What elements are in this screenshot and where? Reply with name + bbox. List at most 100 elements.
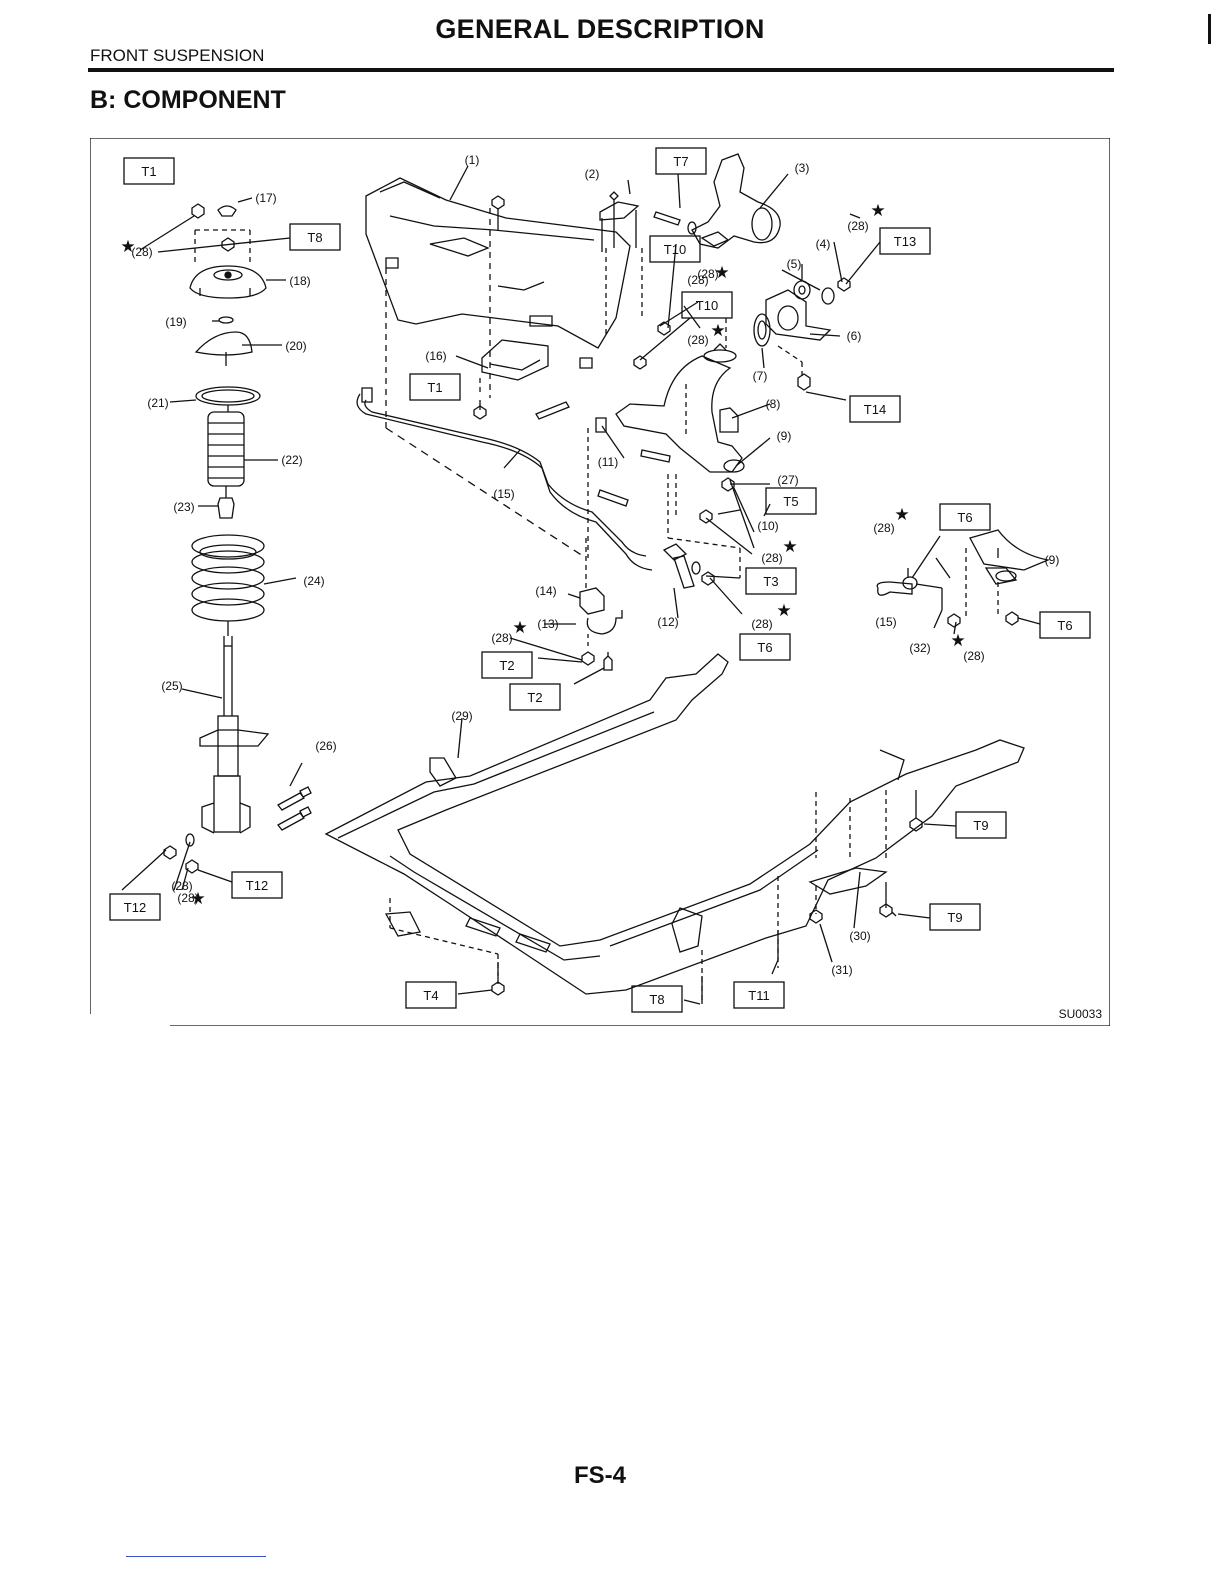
callout-label: (15) (493, 487, 514, 501)
callout-label: (27) (777, 473, 798, 487)
torque-label: T3 (763, 574, 778, 589)
torque-label: T14 (864, 402, 886, 417)
strut-assembly-drawing (163, 203, 312, 874)
callout-label: (22) (281, 453, 302, 467)
torque-label: T4 (423, 988, 438, 1003)
torque-label: T8 (649, 992, 664, 1007)
star-marker: ★ (776, 601, 791, 620)
star-marker: ★ (894, 505, 909, 524)
torque-label: T7 (673, 154, 688, 169)
crossmember-bolts (473, 191, 697, 558)
callout-label: (13) (537, 617, 558, 631)
callout-label: (15) (875, 615, 896, 629)
callout-label: (28) (751, 617, 772, 631)
callout-label: (28) (697, 267, 718, 281)
page-number: FS-4 (573, 1462, 626, 1489)
torque-label: T10 (696, 298, 718, 313)
callout-label: (23) (173, 500, 194, 514)
header-rule (88, 68, 1114, 72)
torque-label: T6 (1057, 618, 1072, 633)
figure-code: SU0033 (1059, 1007, 1103, 1021)
bracket-16-drawing (479, 339, 549, 394)
callout-label: (10) (757, 519, 778, 533)
callout-label: (17) (255, 191, 276, 205)
callout-label: (16) (425, 349, 446, 363)
torque-label: T5 (783, 494, 798, 509)
bottom-link-line (126, 1556, 266, 1557)
leader-lines (449, 165, 1041, 1005)
callout-label: (28) (491, 631, 512, 645)
callout-label: (11) (598, 455, 618, 469)
callout-label: (29) (451, 709, 472, 723)
torque-label: T12 (246, 878, 268, 893)
star-marker: ★ (782, 537, 797, 556)
crossmember-drawing (365, 177, 631, 428)
torque-label: T12 (124, 900, 146, 915)
callout-label: (28) (847, 219, 868, 233)
callout-label: (21) (147, 396, 168, 410)
torque-label: T6 (757, 640, 772, 655)
housing-drawing (691, 153, 781, 249)
torque-label: T13 (894, 234, 916, 249)
callout-label: (26) (315, 739, 336, 753)
callout-label: (30) (849, 929, 870, 943)
callout-label: (9) (777, 429, 792, 443)
torque-label: T1 (141, 164, 156, 179)
torque-label: T2 (527, 690, 542, 705)
star-marker: ★ (714, 263, 729, 282)
torque-label: T8 (307, 230, 322, 245)
stabilizer-link-drawing (579, 477, 741, 671)
callout-label: (31) (831, 963, 852, 977)
callout-label: (14) (535, 584, 556, 598)
callout-label: (32) (909, 641, 930, 655)
callout-label: (5) (787, 257, 802, 271)
callout-label: (2) (585, 167, 600, 181)
star-marker: ★ (512, 618, 527, 637)
revision-bar (1208, 14, 1211, 44)
torque-label: T10 (664, 242, 686, 257)
torque-label: T11 (748, 988, 769, 1003)
subframe-drawing (324, 653, 1025, 1004)
component-diagram: T1 T8 T7 T10 T10 T13 T14 T1 T5 T6 T3 T6 … (89, 137, 1111, 1027)
torque-boxes (109, 147, 1091, 1013)
callout-label: (24) (303, 574, 324, 588)
torque-label: T9 (973, 818, 988, 833)
callout-label: (7) (753, 369, 768, 383)
section-name: FRONT SUSPENSION (90, 46, 265, 65)
callout-label: (20) (285, 339, 306, 353)
torque-label: T9 (947, 910, 962, 925)
callout-label: (8) (766, 397, 781, 411)
callout-label: (28) (873, 521, 894, 535)
torque-label: T6 (957, 510, 972, 525)
callout-label: (18) (289, 274, 310, 288)
torque-label: T1 (427, 380, 442, 395)
callout-label: (1) (465, 153, 480, 167)
star-marker: ★ (710, 321, 725, 340)
callout-label: (12) (657, 615, 678, 629)
star-marker: ★ (120, 237, 135, 256)
callout-label: (4) (816, 237, 831, 251)
callout-label: (19) (165, 315, 186, 329)
figure-frame (89, 137, 1111, 1027)
torque-label: T2 (499, 658, 514, 673)
section-subtitle: B: COMPONENT (90, 86, 286, 114)
page-title: GENERAL DESCRIPTION (435, 14, 765, 44)
callout-label: (6) (847, 329, 862, 343)
star-marker: ★ (190, 889, 205, 908)
callout-label: (28) (131, 245, 152, 259)
detail-view-drawing (876, 529, 1051, 628)
bushing-drawing (753, 289, 832, 391)
stabilizer-drawing (356, 387, 653, 571)
callout-label: (28) (171, 879, 192, 893)
star-marker: ★ (870, 201, 885, 220)
callout-label: (28) (687, 333, 708, 347)
callout-label: (3) (795, 161, 810, 175)
strut-leaders (121, 197, 303, 891)
callout-label: (28) (963, 649, 984, 663)
callout-label: (28) (761, 551, 782, 565)
callout-label: (28) (177, 891, 198, 905)
callout-label: (25) (161, 679, 182, 693)
star-marker: ★ (950, 631, 965, 650)
callout-label: (28) (687, 273, 708, 287)
callout-label: (9) (1045, 553, 1060, 567)
